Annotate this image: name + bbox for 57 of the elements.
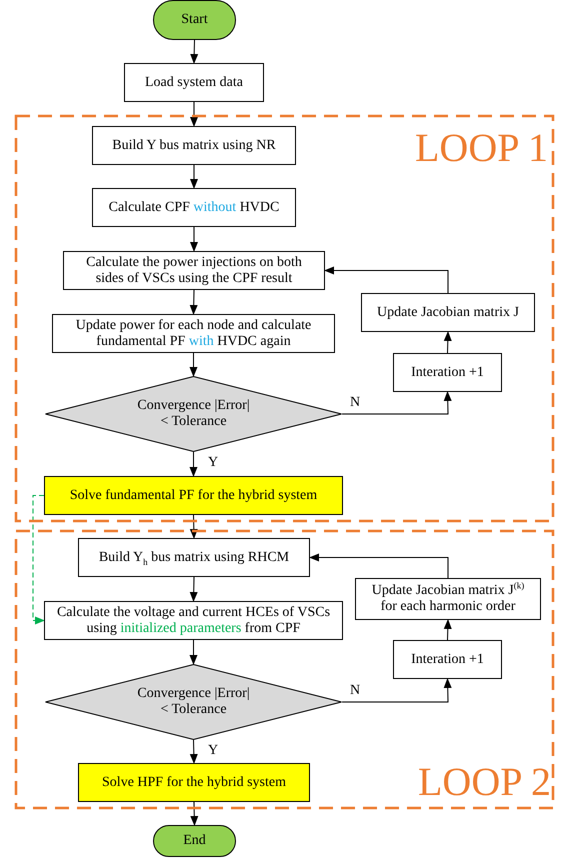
box-text: Interation +1 — [410, 364, 485, 380]
arrow — [190, 352, 198, 377]
arrow — [190, 802, 198, 826]
arrow — [190, 640, 198, 665]
loop-label: LOOP 1 — [415, 128, 548, 168]
box-text: Interation +1 — [410, 652, 485, 668]
arrow — [444, 331, 452, 354]
process-box — [52, 314, 335, 353]
box-text: Calculate CPF without HVDC — [108, 200, 280, 216]
loop-label: LOOP 2 — [418, 762, 551, 802]
terminal-box — [153, 0, 236, 40]
process-box — [361, 293, 535, 332]
arrow — [444, 619, 452, 640]
arrow — [32, 495, 45, 624]
arrow — [190, 514, 198, 539]
process-box — [78, 763, 310, 802]
box-text: Calculate the voltage and current HCEs of VSCs using initialized parameters from CPF — [56, 604, 332, 636]
process-box — [355, 578, 541, 620]
arrow — [342, 391, 452, 414]
box-text: Load system data — [144, 74, 244, 90]
process-box — [124, 63, 264, 102]
edge-label: Y — [208, 456, 218, 470]
process-box — [92, 188, 296, 227]
decision-text: Convergence |Error| < Tolerance — [136, 686, 251, 718]
arrow — [190, 740, 198, 764]
process-box — [44, 476, 343, 515]
edge-label: Y — [208, 744, 218, 758]
box-text: Update Jacobian matrix J — [376, 304, 520, 320]
arrow — [190, 102, 198, 127]
box-text: Solve HPF for the hybrid system — [101, 774, 287, 790]
arrow — [190, 576, 198, 602]
process-box — [393, 353, 502, 392]
box-text: Solve fundamental PF for the hybrid system — [68, 488, 318, 504]
arrow — [309, 554, 448, 578]
process-box — [44, 601, 343, 640]
terminal-box — [153, 825, 236, 857]
process-box — [78, 538, 310, 577]
arrow — [190, 164, 198, 189]
decision-text: Convergence |Error| < Tolerance — [136, 398, 251, 430]
process-box — [393, 640, 502, 679]
arrow — [190, 452, 198, 477]
box-text: Update Jacobian matrix J$^{(k)}$ for each harmonic order — [370, 583, 526, 615]
process-box — [63, 251, 325, 290]
arrow — [190, 40, 198, 64]
box-text: End — [182, 833, 207, 849]
box-text: Build Y bus matrix using NR — [111, 138, 277, 154]
box-text: Calculate the power injections on both sides of VSCs using the CPF result — [85, 254, 303, 286]
box-text: Build Y$_{h}$ bus matrix using RHCM — [98, 550, 290, 566]
arrow — [190, 290, 198, 315]
edge-label: N — [350, 396, 360, 410]
arrow — [190, 226, 198, 252]
box-text: Start — [180, 12, 209, 28]
arrow — [342, 678, 452, 702]
edge-label: N — [350, 684, 360, 698]
box-text: Update power for each node and calculate fundamental PF with HVDC again — [74, 318, 312, 350]
arrow — [324, 266, 448, 294]
process-box — [92, 126, 296, 165]
